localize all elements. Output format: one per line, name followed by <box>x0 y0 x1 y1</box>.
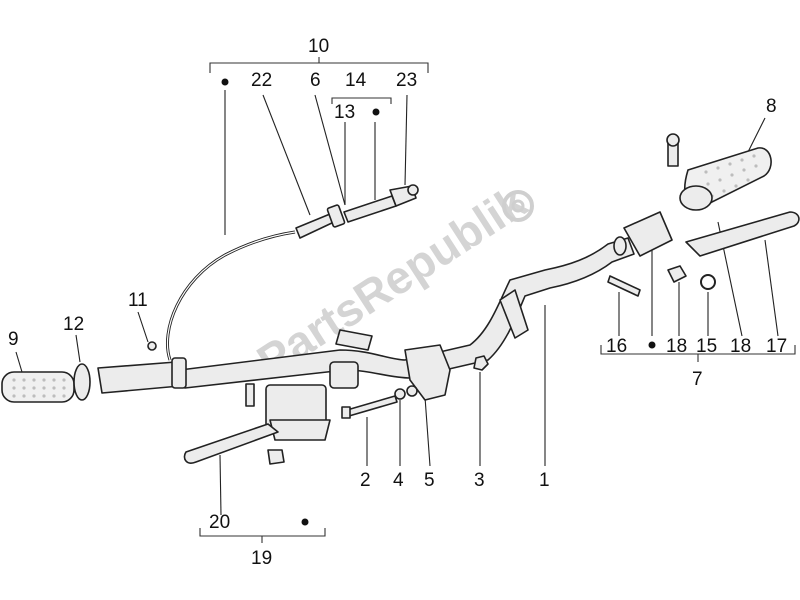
bracket-7 <box>600 345 796 362</box>
cable-adjuster-assembly <box>295 184 419 239</box>
throttle-sleeve <box>97 361 181 394</box>
left-lever-part-20 <box>183 423 279 464</box>
bracket-19 <box>199 528 326 543</box>
part-labels: 10 22 6 14 23 13 8 11 12 9 16 18 15 18 1… <box>8 36 787 569</box>
label-5: 5 <box>424 470 435 491</box>
label-12: 12 <box>63 314 84 335</box>
bracket-13 <box>331 97 392 104</box>
bullet-dot <box>372 108 380 116</box>
label-10: 10 <box>308 36 329 57</box>
bolt-part-2 <box>341 395 398 419</box>
label-16: 16 <box>606 336 627 357</box>
label-7: 7 <box>692 369 703 390</box>
washer-part-4 <box>394 388 406 400</box>
label-20: 20 <box>209 512 230 533</box>
label-13: 13 <box>334 102 355 123</box>
screw-left <box>245 383 255 407</box>
label-4: 4 <box>393 470 404 491</box>
nut-part-3 <box>473 355 489 371</box>
label-19: 19 <box>251 548 272 569</box>
label-23: 23 <box>396 70 417 91</box>
handlebar-tube <box>179 236 635 401</box>
bracket-10 <box>209 57 429 73</box>
label-8: 8 <box>766 96 777 117</box>
nut-part-18 <box>667 265 687 283</box>
label-18b: 18 <box>730 336 751 357</box>
nut-left <box>267 449 285 465</box>
ring-part-12 <box>73 363 91 401</box>
screw-part-11 <box>147 341 157 351</box>
label-6: 6 <box>310 70 321 91</box>
grip-flange <box>679 185 713 211</box>
label-11: 11 <box>128 290 148 311</box>
label-2: 2 <box>360 470 371 491</box>
gear-icon <box>502 190 534 222</box>
right-lever-part-17 <box>685 211 800 257</box>
label-9: 9 <box>8 329 19 350</box>
spring-part-15 <box>700 274 716 290</box>
label-22: 22 <box>251 70 272 91</box>
label-17: 17 <box>766 336 787 357</box>
washer-part-5 <box>406 385 418 397</box>
clamp-block <box>623 211 673 257</box>
left-brake-assembly <box>183 383 331 465</box>
bolt-part-16 <box>607 275 641 297</box>
label-1: 1 <box>539 470 550 491</box>
label-15: 15 <box>696 336 717 357</box>
leader-lines <box>15 90 779 516</box>
bullet-dot <box>648 341 656 349</box>
bullet-dot <box>221 78 229 86</box>
bullet-dot <box>301 518 309 526</box>
right-grip-assembly <box>607 133 800 297</box>
label-3: 3 <box>474 470 485 491</box>
label-14: 14 <box>345 70 367 91</box>
left-grip-assembly <box>1 341 187 403</box>
label-18a: 18 <box>666 336 687 357</box>
